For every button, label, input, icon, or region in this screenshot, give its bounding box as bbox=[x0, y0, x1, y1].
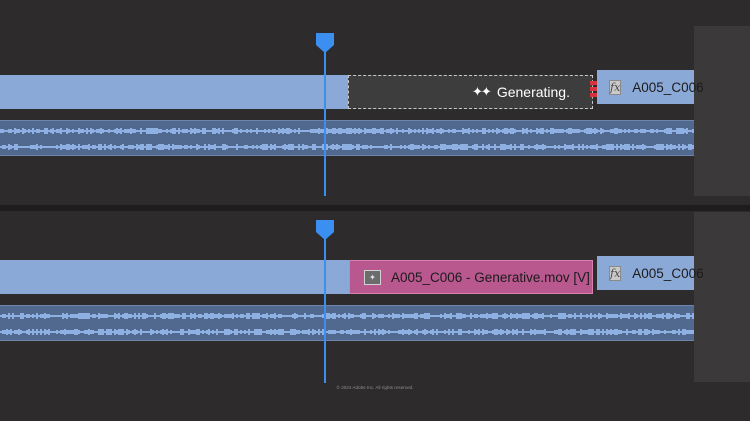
playhead-line bbox=[324, 48, 326, 196]
video-clip[interactable] bbox=[0, 260, 349, 294]
fx-icon: fx bbox=[609, 79, 622, 95]
timeline-after: ✦ A005_C006 - Generative.mov [V] fx A005… bbox=[0, 211, 750, 383]
generating-clip[interactable]: ✦✦ Generating. bbox=[348, 75, 593, 109]
panel-divider bbox=[0, 205, 750, 211]
audio-track[interactable] bbox=[0, 305, 694, 341]
next-video-clip[interactable]: fx A005_C006 bbox=[597, 256, 704, 290]
timeline-before: ✦✦ Generating. fx A005_C006 bbox=[0, 0, 750, 205]
playhead-marker[interactable] bbox=[316, 220, 334, 240]
trim-handle[interactable] bbox=[590, 81, 598, 103]
audio-waveform bbox=[0, 128, 694, 150]
sparkle-icon: ✦✦ bbox=[472, 84, 492, 99]
playhead-line bbox=[324, 235, 326, 383]
generative-icon: ✦ bbox=[364, 269, 381, 285]
fx-icon: fx bbox=[609, 265, 622, 281]
audio-track[interactable] bbox=[0, 120, 694, 156]
side-panel bbox=[694, 26, 750, 196]
clip-name: A005_C006 - Generative.mov [V] bbox=[391, 269, 590, 285]
video-clip[interactable] bbox=[0, 75, 348, 109]
generating-label: Generating. bbox=[496, 84, 570, 100]
clip-name: A005_C006 bbox=[632, 79, 704, 95]
copyright-text: © 2024 Adobe Inc. All rights reserved. bbox=[336, 385, 414, 390]
next-video-clip[interactable]: fx A005_C006 bbox=[597, 70, 704, 104]
generative-clip[interactable]: ✦ A005_C006 - Generative.mov [V] bbox=[349, 260, 593, 294]
clip-name: A005_C006 bbox=[632, 265, 704, 281]
side-panel bbox=[694, 212, 750, 382]
audio-waveform bbox=[0, 313, 694, 335]
playhead-marker[interactable] bbox=[316, 33, 334, 53]
